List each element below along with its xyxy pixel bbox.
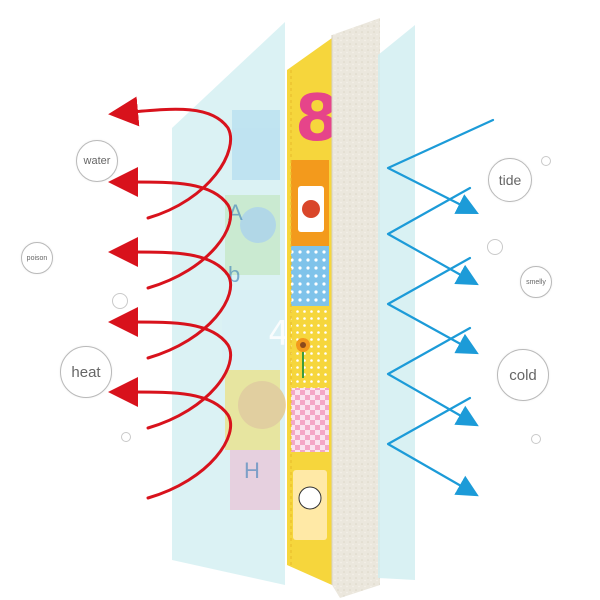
heat-arrow-3 <box>108 237 233 360</box>
heat-arrows <box>108 96 233 500</box>
decorative-bubble <box>112 293 128 309</box>
cold-arrows <box>386 118 495 497</box>
glass-layer-right <box>378 25 415 580</box>
mat-letter-h: H <box>244 458 260 483</box>
tiger-icon <box>298 486 322 510</box>
cold-arrow-2 <box>386 186 479 286</box>
heat-arrow-1 <box>108 96 233 220</box>
heat-arrow-4 <box>108 307 233 430</box>
label-smelly: smelly <box>520 266 552 298</box>
label-heat: heat <box>60 346 112 398</box>
label-smelly-text: smelly <box>526 278 546 286</box>
decorative-bubble <box>487 239 503 255</box>
label-cold: cold <box>497 349 549 401</box>
label-tide-text: tide <box>498 172 522 188</box>
decorative-bubble <box>121 432 131 442</box>
label-poison: poison <box>21 242 53 274</box>
heat-arrow-5 <box>108 377 233 500</box>
heat-arrow-2 <box>108 167 233 290</box>
fox-icon <box>302 200 320 218</box>
mat-back-print <box>222 110 286 510</box>
bear-icon <box>240 207 276 243</box>
flower-icon <box>296 338 310 378</box>
label-water: water <box>76 140 118 182</box>
lion-icon <box>238 381 286 429</box>
cold-arrow-1 <box>386 118 495 214</box>
cold-arrow-5 <box>386 396 479 497</box>
cold-arrow-3 <box>386 256 479 355</box>
decorative-bubble <box>541 156 551 166</box>
label-heat-text: heat <box>71 363 101 381</box>
glass-layer-left <box>172 22 285 585</box>
foam-layer <box>332 18 380 598</box>
cold-arrow-4 <box>386 326 479 427</box>
label-water-text: water <box>83 155 111 167</box>
decorative-bubble <box>531 434 541 444</box>
mat-number-mid: 4 <box>268 314 290 354</box>
label-poison-text: poison <box>26 254 48 262</box>
label-tide: tide <box>488 158 532 202</box>
label-cold-text: cold <box>509 366 537 384</box>
